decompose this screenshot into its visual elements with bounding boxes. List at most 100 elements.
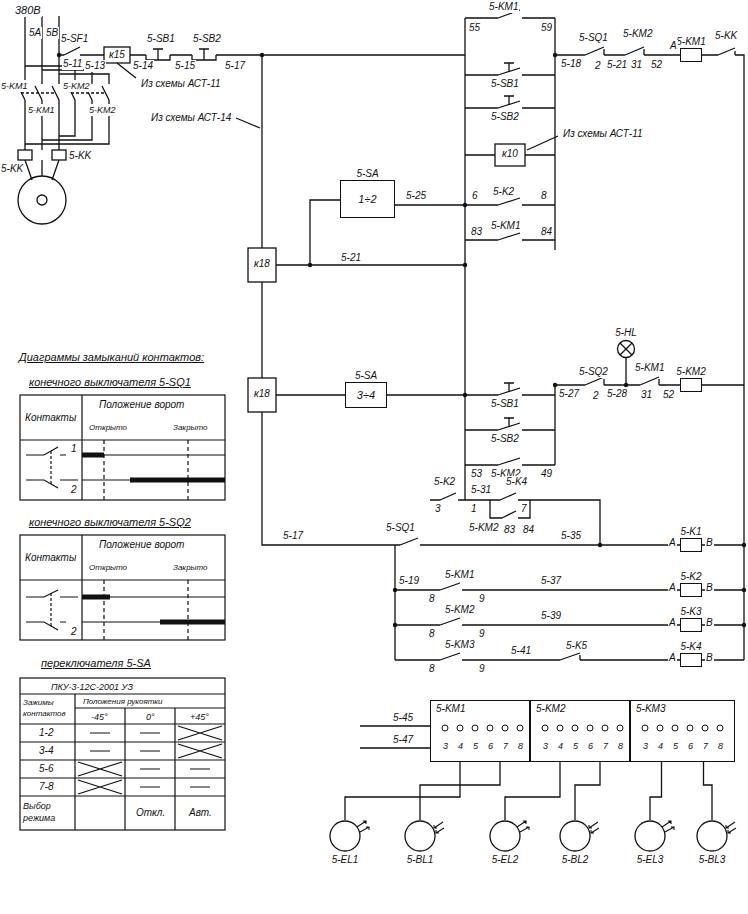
- wire-label: 5-KM1: [634, 362, 665, 374]
- wire-label: 8: [428, 628, 436, 640]
- table-cell: 1-2: [38, 727, 54, 739]
- table-cell: +45°: [189, 711, 210, 723]
- wires: [18, 10, 744, 748]
- wire-label: 5-KM3: [444, 639, 475, 651]
- lamp-outline: [625, 820, 675, 854]
- wire-label: 6: [471, 190, 479, 202]
- lamp-label: 5-EL1: [318, 854, 372, 866]
- wire-label: к18: [253, 388, 271, 400]
- table-cell: ПКУ-3-12С-2001 УЗ: [50, 681, 134, 693]
- table-cell: 0°: [145, 711, 156, 723]
- wire-label: 5-SB2: [490, 433, 520, 445]
- heading-label: конечного выключателя 5-SQ1: [28, 375, 192, 389]
- wire-label: 5-KK: [714, 30, 738, 42]
- wire-connector: [345, 762, 460, 820]
- terminal-number: 4: [657, 740, 664, 752]
- wire-label: 2: [70, 484, 78, 496]
- wire-label: 5-21: [340, 252, 362, 264]
- wire-connector: [704, 762, 713, 820]
- wire-label: 5-21: [606, 59, 628, 71]
- wire-label: 5-45: [392, 712, 414, 724]
- table-cell: 3-4: [38, 745, 54, 757]
- wire-label: 5-11: [62, 58, 83, 70]
- terminal-number: 6: [487, 740, 494, 752]
- switch-box: 5-SA1÷2: [340, 180, 395, 218]
- terminal-number: 6: [587, 740, 594, 752]
- terminal-circle: [717, 725, 723, 731]
- terminal-circle: [617, 725, 623, 731]
- wire-label: 5-KM2: [88, 104, 117, 116]
- wire-label: 5-31: [470, 484, 492, 496]
- wire-label: 5-KM1: [0, 80, 29, 92]
- voltage-label: 380В: [14, 3, 42, 17]
- wire-label: 1: [470, 503, 478, 515]
- table-cell: Контакты: [24, 552, 77, 564]
- wire-label: 5-KM2: [62, 80, 91, 92]
- heading-label: конечного выключателя 5-SQ2: [28, 515, 192, 529]
- component-label: 5-SA: [354, 370, 378, 382]
- lamp-outline: [550, 820, 600, 854]
- wire-label: 5-17: [282, 530, 304, 542]
- note-label: Из схемы АСТ-14: [150, 112, 232, 124]
- wire-label: 5-KM1: [444, 569, 475, 581]
- switch-range: 3÷4: [357, 389, 375, 402]
- component-label: 5-HL: [614, 327, 638, 339]
- lamp-label: 5-BL1: [393, 854, 447, 866]
- terminal-number: 3: [442, 740, 449, 752]
- wire-label: А: [668, 617, 677, 629]
- component-label: 5-K1: [679, 526, 702, 538]
- terminal-circle: [572, 725, 578, 731]
- wire-label: 5-KM2: [468, 522, 499, 534]
- wire-label: 5-28: [606, 388, 628, 400]
- component-label: 5-KM1: [675, 36, 706, 48]
- wire-label: 2: [594, 60, 602, 72]
- wire-label: 5-19: [398, 575, 420, 587]
- signal-lamp: 5-HL: [617, 340, 635, 358]
- terminal-block: 5-KM1: [430, 700, 530, 762]
- relay-coil: 5-K1: [680, 538, 702, 552]
- wire-label: 5-SQ1: [385, 522, 416, 534]
- wire-label: 52: [650, 59, 663, 71]
- wire-label: 5-13: [84, 60, 106, 72]
- wire-label: 5-18: [560, 58, 582, 70]
- wire-label: 5-25: [405, 190, 427, 202]
- junction-dots: [57, 53, 746, 627]
- wire-label: 5-KM1: [488, 1, 519, 13]
- wire-label: 2: [70, 626, 78, 638]
- terminal-number: 4: [557, 740, 564, 752]
- wire-label: к10: [501, 148, 519, 160]
- wire-label: к18: [253, 258, 271, 270]
- wire-label: 59: [540, 22, 553, 34]
- wire-label: 2: [592, 390, 600, 402]
- terminal-number: 7: [602, 740, 609, 752]
- wire-label: 5-KM2: [444, 604, 475, 616]
- lamp-label: 5-EL3: [623, 854, 677, 866]
- table-cell: Положение ворот: [98, 399, 185, 411]
- terminal-circle: [542, 725, 548, 731]
- wire-label: 5-SB1: [146, 33, 176, 45]
- wire-label: А: [668, 582, 677, 594]
- terminal-number: 5: [572, 740, 579, 752]
- wire-label: 31: [630, 59, 643, 71]
- terminal-number: 8: [517, 740, 524, 752]
- wire-label: 5-47: [392, 734, 414, 746]
- terminal-number: 7: [502, 740, 509, 752]
- wire-label: 5-41: [510, 645, 532, 657]
- wire-label: 5-SB1: [490, 78, 520, 90]
- terminal-circle: [657, 725, 663, 731]
- table-cell: Положение ворот: [98, 539, 185, 551]
- wire-label: 5-SB2: [192, 33, 222, 45]
- lamp-label: 5-BL3: [685, 854, 739, 866]
- wire-label: 5-SF1: [60, 33, 89, 45]
- wire-label: 49: [540, 468, 553, 480]
- table-cell: Откл.: [135, 807, 166, 819]
- wire-label: 9: [478, 628, 486, 640]
- terminal-circle: [702, 725, 708, 731]
- sensor-symbol: 5-BL3: [685, 820, 739, 866]
- wire-connector: [575, 762, 600, 820]
- wire-label: А: [668, 652, 677, 664]
- terminal-circle: [502, 725, 508, 731]
- wire-connector: [420, 762, 500, 820]
- terminal-circle: [672, 725, 678, 731]
- wire-label: 5-17: [224, 60, 246, 72]
